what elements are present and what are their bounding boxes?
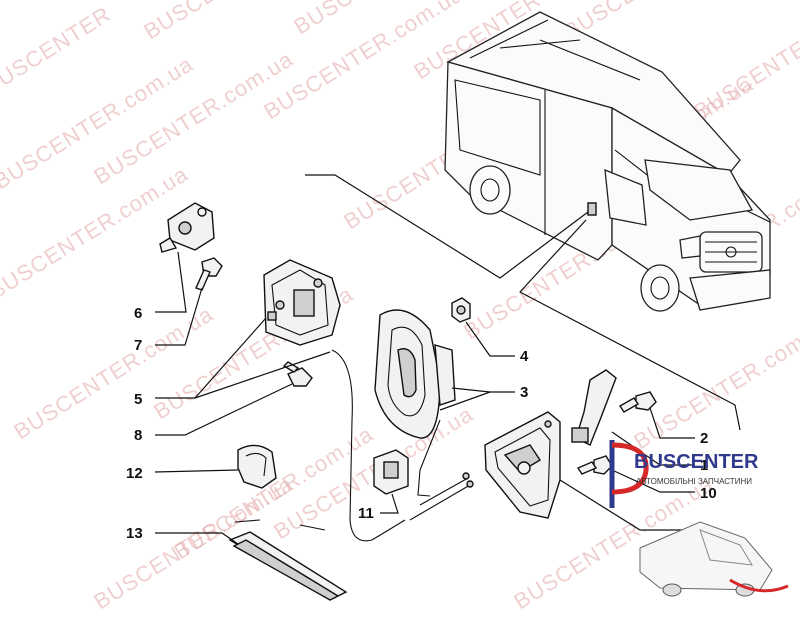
leader-line (155, 383, 293, 436)
watermark-text: BUSCENTER (139, 0, 275, 44)
callout-2: 2 (700, 430, 708, 447)
callout-10: 10 (700, 485, 717, 502)
leader-line (451, 387, 491, 393)
brand-logo: BUSCENTER АВТОМОБІЛЬНІ ЗАПЧАСТИНИ (609, 440, 789, 597)
pointer-line (519, 219, 587, 293)
logo-brand-text: BUSCENTER (634, 451, 759, 473)
callout-11: 11 (358, 505, 374, 522)
cable (331, 349, 406, 542)
callout-5: 5 (134, 391, 142, 408)
leader-line (155, 251, 187, 313)
callout-6: 6 (134, 305, 142, 322)
pointer-line (305, 174, 589, 279)
callout-8: 8 (134, 427, 142, 444)
watermark-text: BUSCENTER.com.ua (9, 301, 217, 444)
callout-3: 3 (520, 384, 528, 401)
bolt-part (195, 257, 223, 291)
leader-line (611, 469, 695, 493)
lever-part (571, 369, 617, 446)
leader-line (380, 493, 399, 514)
bracket-part (159, 202, 215, 253)
callout-7: 7 (134, 337, 142, 354)
pointer-line (519, 291, 741, 431)
clip-part (237, 444, 277, 489)
leader-line (155, 532, 239, 545)
leader-line (611, 431, 695, 466)
watermark-text: BUSCENTER.com.ua (0, 161, 193, 304)
screw-part (619, 391, 657, 413)
watermark-text: BUSCENTER.com.ua (629, 311, 800, 454)
seal-strip-part (228, 531, 348, 601)
van-illustration (444, 11, 771, 312)
inner-handle-part (484, 411, 561, 519)
callout-4: 4 (520, 348, 529, 365)
switch-part (373, 449, 409, 495)
cable (409, 484, 471, 521)
logo-bus-icon (639, 521, 789, 597)
logo-subtitle-text: АВТОМОБІЛЬНІ ЗАПЧАСТИНИ (636, 477, 752, 486)
cable (417, 419, 441, 497)
leader-line (194, 351, 331, 399)
cable (419, 477, 469, 506)
watermark-text: BUSCENTER (0, 1, 115, 99)
leader-line (155, 287, 203, 346)
lock-mechanism-part (263, 259, 341, 346)
callout-13: 13 (126, 525, 143, 542)
screw-part (576, 455, 613, 475)
leader-line (649, 407, 695, 439)
callout-12: 12 (126, 465, 143, 482)
leader-line (465, 321, 515, 357)
leader-line (154, 469, 239, 473)
leader-line (559, 479, 695, 531)
callout-1: 1 (700, 457, 708, 474)
door-handle-part (374, 309, 456, 439)
bolt-part (282, 361, 313, 387)
nut-part (451, 297, 471, 323)
